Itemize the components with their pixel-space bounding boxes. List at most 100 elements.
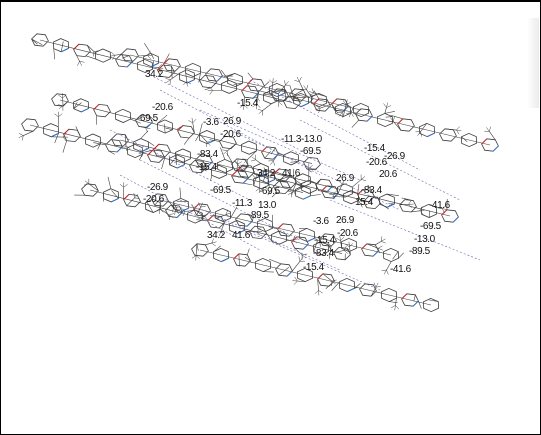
bond (21, 135, 24, 141)
bond (200, 202, 204, 208)
bond (373, 282, 377, 288)
contact-line (179, 199, 341, 271)
bond (393, 116, 395, 122)
bond (386, 269, 389, 275)
bond (256, 227, 261, 232)
bond (202, 164, 208, 167)
nitrogen-bond (306, 237, 315, 243)
bond (386, 105, 392, 108)
bond (110, 195, 133, 201)
bond (152, 205, 175, 212)
bond (272, 78, 274, 84)
bond (267, 186, 274, 196)
bond (242, 158, 248, 160)
bond (228, 86, 251, 93)
bond (260, 169, 283, 176)
bond (255, 159, 261, 164)
ring (215, 207, 231, 223)
bond (260, 181, 283, 188)
ring (111, 133, 129, 147)
bond (313, 90, 320, 99)
energy-label: -83.4 (361, 185, 383, 196)
bond (411, 210, 420, 213)
bond (161, 150, 184, 156)
bond (361, 176, 366, 180)
bond (110, 51, 116, 56)
bond (266, 176, 289, 182)
bond (206, 141, 211, 146)
oxygen-bond (123, 194, 130, 200)
bond (125, 134, 127, 146)
bond (243, 104, 248, 109)
bond (119, 183, 124, 188)
bond (252, 214, 255, 222)
bond (272, 89, 286, 93)
bond (256, 91, 260, 98)
oxygen-bond (481, 138, 488, 145)
energy-label: -41.6 (429, 200, 451, 211)
bond (461, 136, 468, 143)
bond (220, 231, 224, 236)
bond (243, 182, 253, 186)
bond (243, 219, 266, 226)
bond (300, 183, 305, 187)
energy-label: 34.2 (207, 230, 226, 241)
bond (394, 305, 396, 311)
energy-label: 26.9 (336, 215, 355, 226)
bond (281, 174, 304, 181)
energy-label: -41.6 (390, 264, 412, 275)
ring (315, 178, 333, 193)
bond (386, 193, 399, 197)
ring (263, 90, 279, 105)
bond (378, 245, 383, 249)
nitrogen-bond (260, 172, 269, 178)
bond (299, 76, 302, 82)
bond (256, 92, 259, 105)
bond (54, 133, 59, 144)
bond (171, 64, 194, 71)
ring (341, 237, 357, 253)
bond (318, 290, 323, 294)
oxygen-bond (177, 125, 184, 132)
energy-label: -15.4 (237, 98, 259, 109)
bond (244, 230, 251, 236)
bond (173, 157, 184, 163)
ring (121, 48, 139, 62)
energy-label: -3.6 (203, 117, 219, 128)
bond (199, 249, 222, 256)
bond (181, 208, 186, 212)
energy-label: -69.5 (420, 221, 442, 232)
bond (173, 201, 179, 213)
bond (157, 114, 168, 124)
bond (249, 91, 272, 98)
bond (384, 119, 407, 126)
bond (344, 249, 350, 251)
bond (77, 61, 80, 66)
bond (202, 214, 208, 216)
bond (206, 136, 229, 143)
molecule-3 (51, 93, 321, 173)
bond (149, 115, 157, 122)
bond (227, 142, 250, 148)
bond (456, 129, 462, 131)
bond (315, 105, 321, 109)
bond (112, 55, 116, 60)
bond (252, 96, 258, 99)
bond (198, 202, 201, 208)
oxygen-bond (93, 104, 100, 110)
ring (273, 180, 291, 195)
bond (211, 242, 216, 247)
energy-label: -13.0 (414, 234, 436, 245)
bond (147, 55, 152, 60)
bond (150, 53, 155, 59)
bond (357, 184, 360, 195)
bond (365, 195, 388, 201)
bond (185, 209, 195, 212)
bond (203, 160, 226, 167)
ring (255, 257, 271, 273)
bond (199, 123, 203, 134)
energy-label: -11.3 (281, 134, 302, 145)
bond (289, 85, 294, 97)
bond (363, 114, 386, 121)
